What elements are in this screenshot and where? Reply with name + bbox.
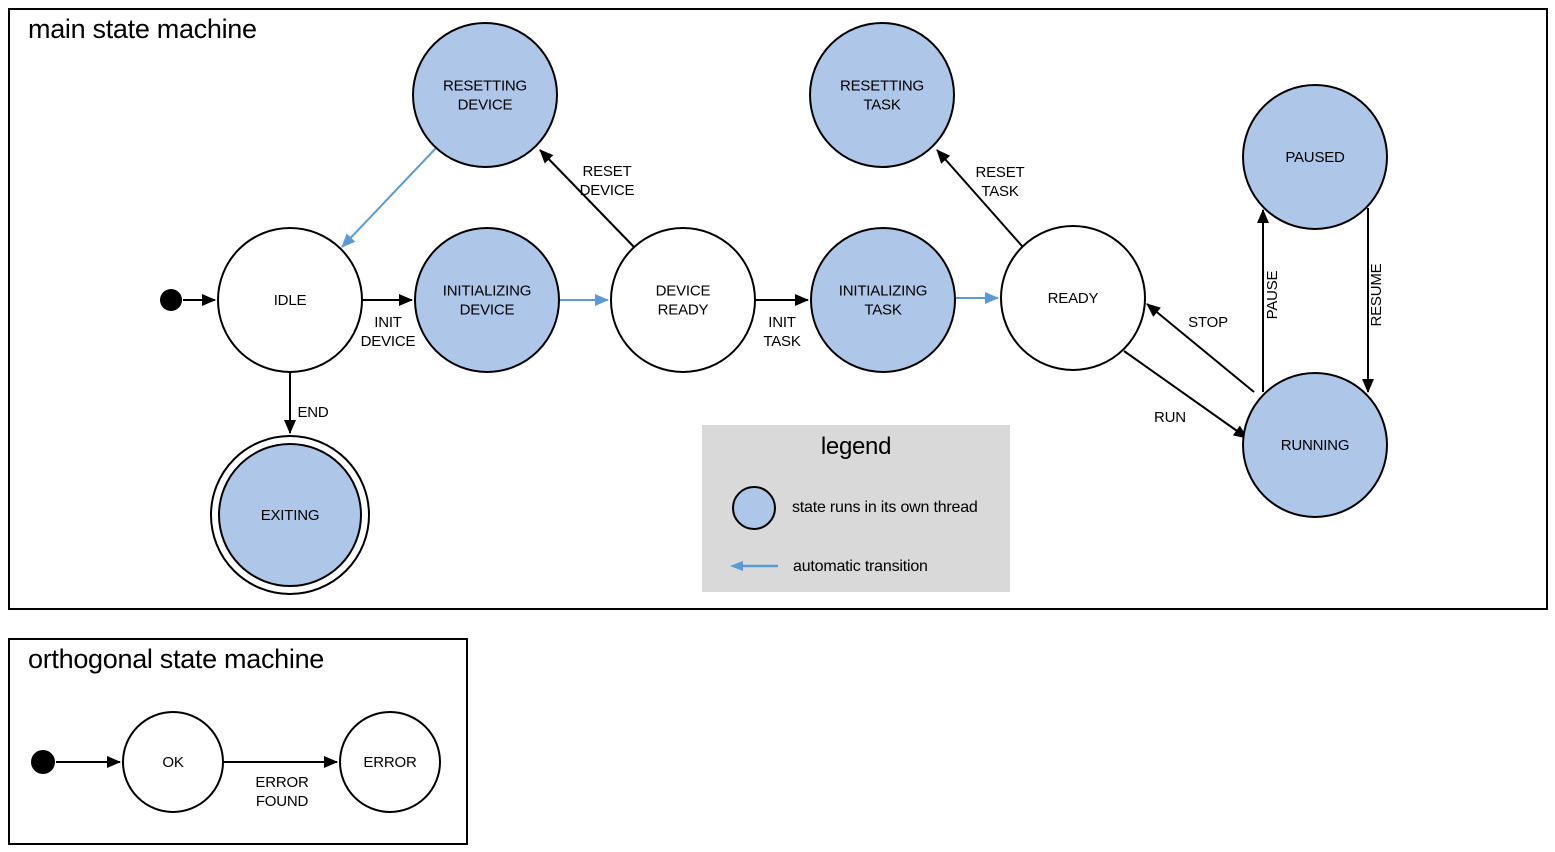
- legend-auto-label: automatic transition: [793, 558, 928, 575]
- legend-thread-label: state runs in its own thread: [792, 499, 978, 516]
- legend-title: legend: [820, 433, 892, 460]
- orthogonal-state-machine-panel: orthogonal state machine: [8, 638, 468, 845]
- ortho-panel-title: orthogonal state machine: [28, 644, 324, 674]
- legend: legend state runs in its own thread auto…: [702, 425, 1010, 592]
- automatic-transition-arrow-icon: [730, 561, 778, 571]
- threaded-state-swatch-icon: [732, 486, 776, 530]
- main-panel-title: main state machine: [28, 14, 257, 44]
